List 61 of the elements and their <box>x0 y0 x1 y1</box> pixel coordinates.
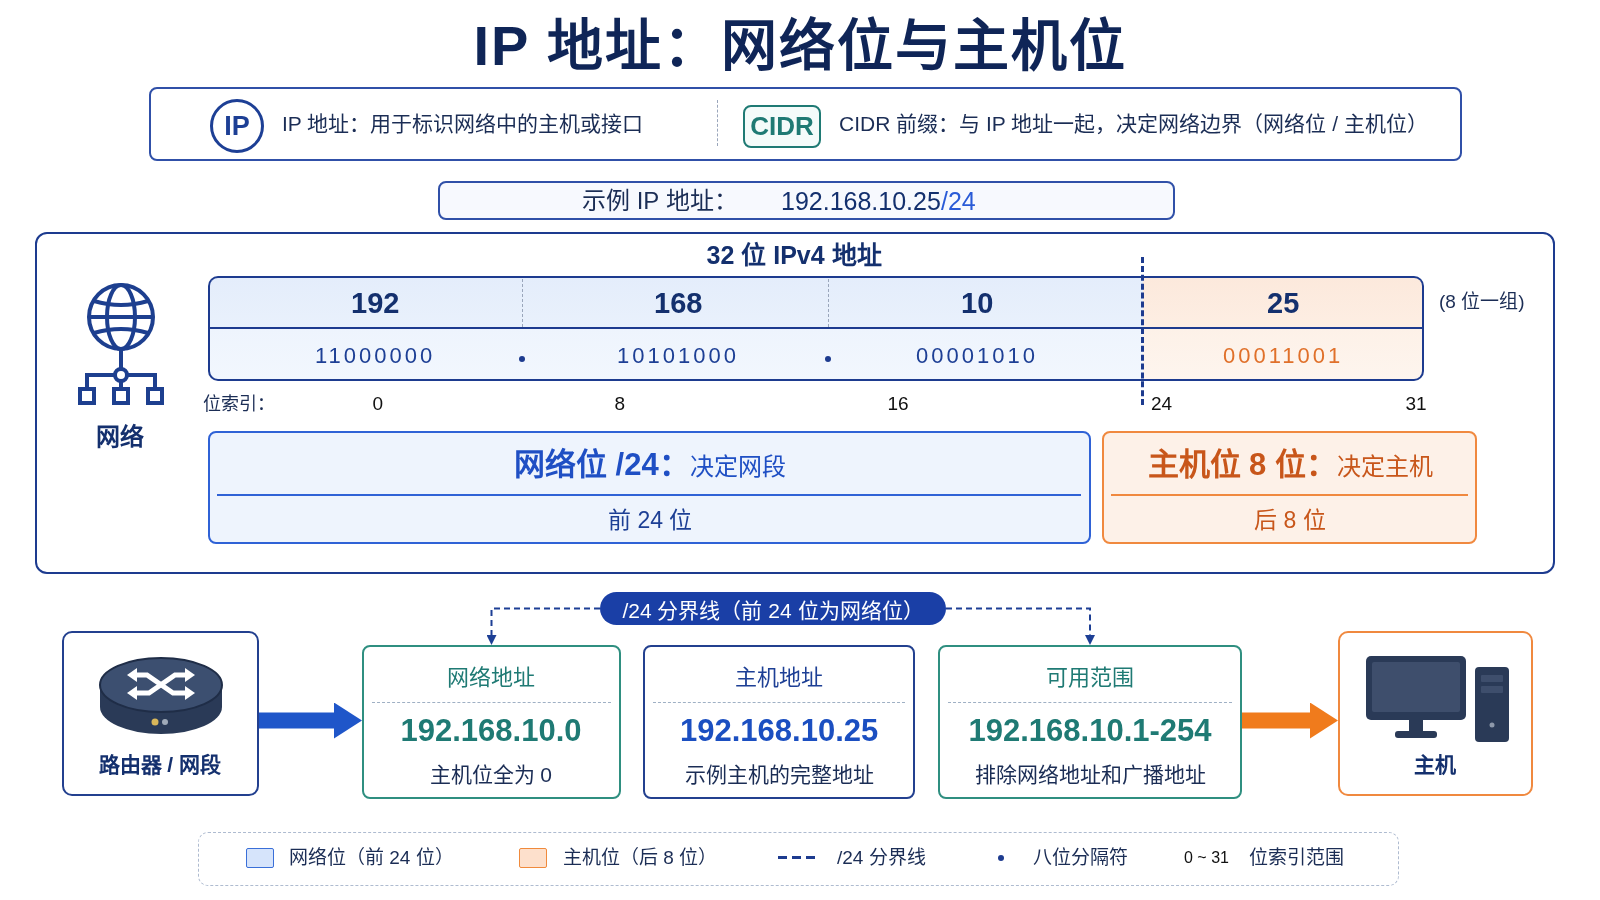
octet-cell <box>1143 276 1424 381</box>
description-text: IP 地址：用于标识网络中的主机或接口 <box>282 112 644 137</box>
legend-text: 主机位（后 8 位） <box>563 847 718 869</box>
binary-value: 10101000 <box>617 342 739 368</box>
bit-index-number: 0 <box>372 393 384 415</box>
block-arrow <box>1242 702 1338 739</box>
address-panel <box>35 232 1555 574</box>
ip-address-text: 192.168.10.0 <box>400 713 582 749</box>
boundary-tag: /24 分界线（前 24 位为网络位） <box>600 592 946 625</box>
section-heading: 主机位 8 位：决定主机 <box>1147 447 1433 483</box>
binary-value: 00011001 <box>1223 342 1344 368</box>
field-label: 示例 IP 地址： <box>582 187 738 215</box>
bit-index-number: 8 <box>614 393 626 415</box>
title: IP 地址：网络位与主机位 <box>473 14 1127 79</box>
address-card <box>643 645 915 799</box>
card-subtext: 排除网络地址和广播地址 <box>974 763 1206 788</box>
section-heading: 网络位 /24：决定网段 <box>514 447 786 483</box>
dashed-arrow <box>945 607 1095 645</box>
info-panel <box>149 87 1462 161</box>
ip-badge: IP <box>210 99 264 153</box>
bit-index-number: 31 <box>1405 393 1427 415</box>
decimal-value: 10 <box>961 286 994 320</box>
card-heading: 可用范围 <box>1046 664 1134 690</box>
legend-text: /24 分界线 <box>837 847 926 869</box>
network-bits-panel <box>208 431 1091 544</box>
decimal-value: 25 <box>1267 286 1300 320</box>
octet-cell <box>828 276 1143 381</box>
binary-value: 11000000 <box>315 342 436 368</box>
ip-address-text: 192.168.10.1-254 <box>968 713 1212 749</box>
example-panel <box>438 181 1175 220</box>
panel-heading: 32 位 IPv4 地址 <box>706 240 882 270</box>
card-caption: 路由器 / 网段 <box>98 753 221 778</box>
legend-text: 网络位（前 24 位） <box>289 847 454 869</box>
card-heading: 网络地址 <box>447 664 535 690</box>
section-subtext: 后 8 位 <box>1254 507 1326 534</box>
binary-value: 00001010 <box>916 342 1038 368</box>
block-arrow <box>259 702 362 739</box>
ip-address-text: 192.168.10.25 <box>781 186 941 216</box>
decimal-value: 168 <box>654 286 703 320</box>
decimal-value: 192 <box>351 286 400 320</box>
address-card <box>938 645 1242 799</box>
bit-index-number: 24 <box>1151 393 1173 415</box>
bit-index-number: 16 <box>887 393 909 415</box>
section-subtext: 前 24 位 <box>608 507 693 534</box>
card-subtext: 主机位全为 0 <box>429 763 552 788</box>
address-card <box>362 645 621 799</box>
legend-sample-text: 0 ~ 31 <box>1184 849 1229 868</box>
cidr-tag: CIDR <box>743 105 821 148</box>
host-bits-panel <box>1102 431 1477 544</box>
card-caption: 主机 <box>1414 753 1456 778</box>
legend-text: 位索引范围 <box>1249 847 1344 869</box>
axis-label: 位索引： <box>203 393 275 415</box>
card-heading: 主机地址 <box>735 664 823 690</box>
icon-caption: 网络 <box>96 423 144 451</box>
description-text: CIDR 前缀：与 IP 地址一起，决定网络边界（网络位 / 主机位） <box>839 112 1428 137</box>
legend-text: 八位分隔符 <box>1033 847 1128 869</box>
octet-cell <box>208 276 522 381</box>
prefix-text: /24 <box>941 186 976 216</box>
card-subtext: 示例主机的完整地址 <box>684 763 874 788</box>
dashed-arrow <box>486 607 601 645</box>
ip-address-text: 192.168.10.25 <box>680 713 879 749</box>
